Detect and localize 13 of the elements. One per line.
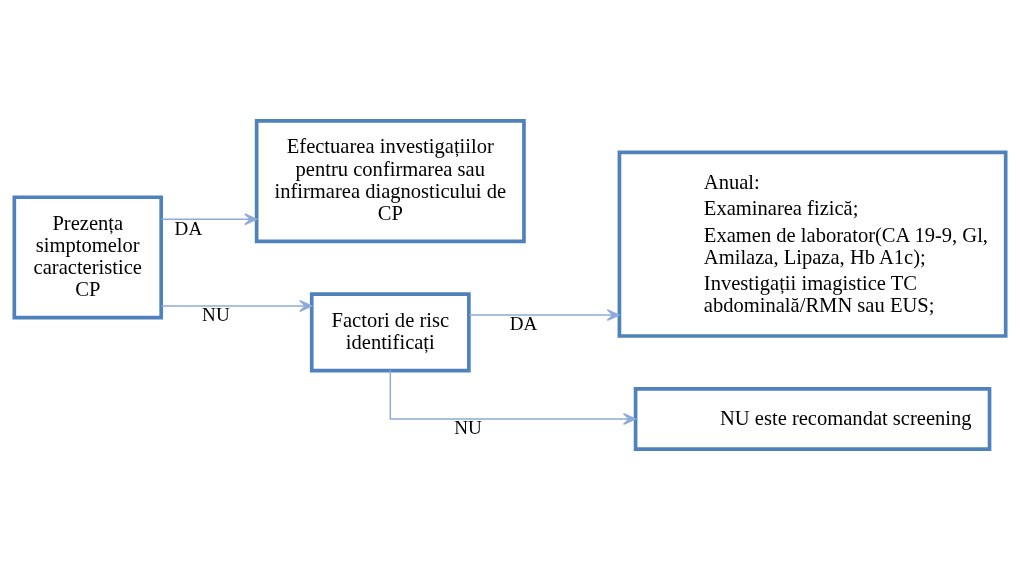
arrow [160, 212, 258, 225]
edge-label: DA [509, 312, 538, 334]
arrow [160, 299, 313, 312]
edge-label: NU [454, 416, 482, 438]
node-box: Factori de risc identificați [309, 291, 471, 372]
node-box: Anual: Examinarea fizică; Examen de laborator(CA 19-9, Gl, Amilaza, Lipaza, Hb A1c); Investigații imagistice TC abdominală/RMN sau EUS; [617, 150, 1008, 338]
edge-label: NU [202, 303, 230, 325]
arrow [389, 369, 637, 425]
node-box: NU este recomandat screening [633, 386, 992, 451]
edge-label: DA [174, 217, 203, 239]
node-box: Prezența simptomelor caracteristice CP [12, 194, 164, 319]
arrow [468, 308, 620, 321]
node-box: Efectuarea investigațiilor pentru confirmarea sau infirmarea diagnosticului de CP [254, 118, 526, 243]
